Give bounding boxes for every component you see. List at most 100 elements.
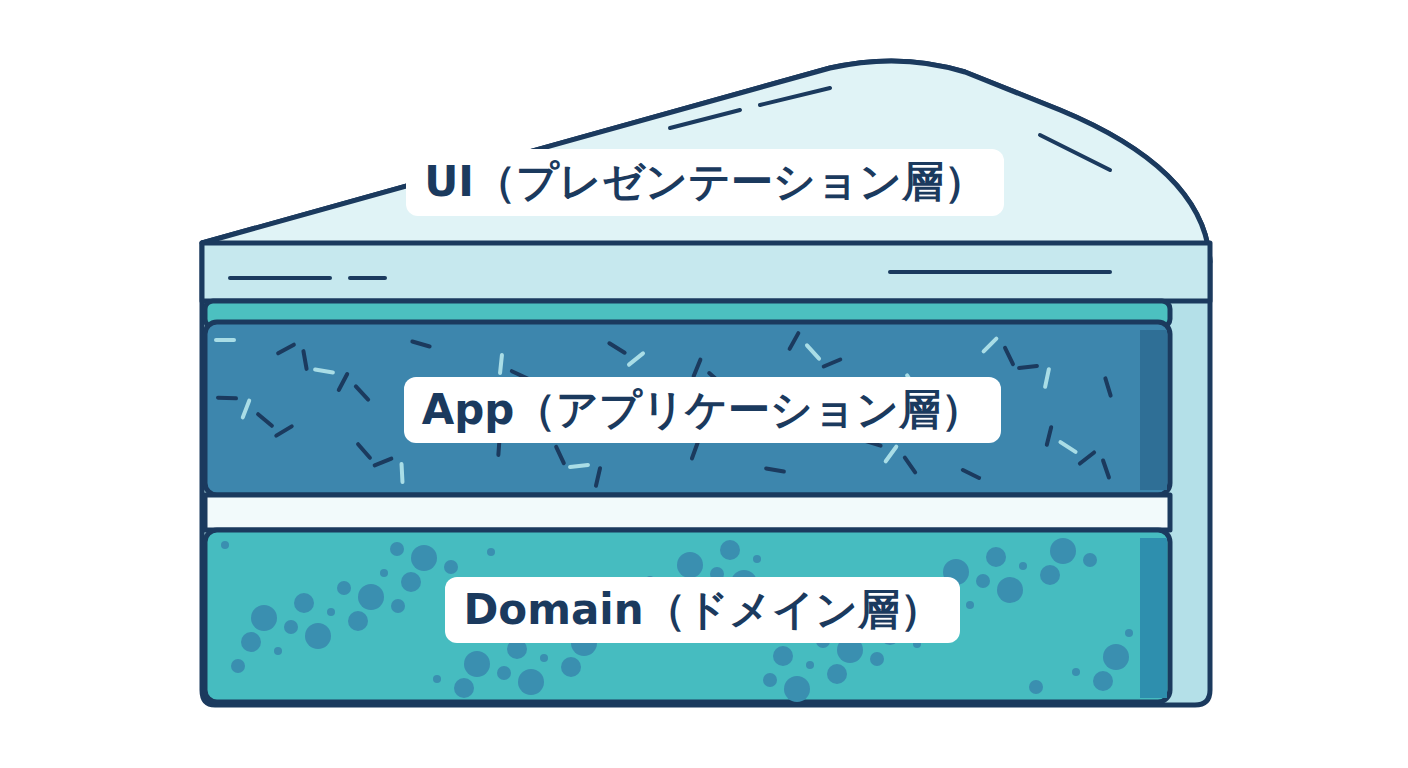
crumb-dot [753,555,761,563]
crumb-dot [1029,680,1043,694]
crumb-dot [1050,538,1076,564]
crumb-dot [241,632,261,652]
cream-gap [205,495,1170,530]
sprinkle [886,447,897,462]
sprinkle [400,464,405,482]
sprinkle [1047,427,1051,444]
sprinkles [216,333,1111,486]
sprinkle [694,360,701,377]
crumb-dot [284,620,298,634]
crumb-dot [454,678,474,698]
frosting-dash [350,276,385,280]
crumb-dot [677,552,703,578]
crumb-dot [966,601,974,609]
sprinkle [766,468,784,471]
frosting-dash [230,276,330,280]
app-layer [205,322,1170,495]
crumb-dot [401,572,421,592]
layer-label: App（アプリケーション層） [404,377,1002,443]
crumb-dot [221,541,229,549]
crumb-dot [827,664,847,684]
sprinkle [375,459,392,466]
sprinkle [1005,348,1013,364]
crumb-dot [391,599,405,613]
sprinkle [790,333,799,349]
crumb-dot [561,657,581,677]
crumb-dot [433,675,441,683]
layer-band: Domain（ドメイン層） [205,530,1170,690]
crumb-dot [1125,629,1133,637]
frosting-dash [670,110,740,128]
crumb-dot [986,547,1006,567]
crumb-dot [763,673,777,687]
sprinkle [358,444,370,458]
crumb-dot [870,652,884,666]
sprinkle [315,370,333,373]
crumb-dot [327,608,335,616]
crumb-dot [1093,671,1113,691]
crumb-dot [497,666,511,680]
sprinkle [692,442,698,459]
layer-label: UI（プレゼンテーション層） [406,149,1004,215]
sprinkle [412,342,429,347]
crumb-dot [720,540,740,560]
sprinkle [905,458,915,473]
crumb-dot [464,651,490,677]
crumb-dot [337,581,351,595]
crumb-dot [358,584,384,610]
sprinkle [216,338,234,342]
sprinkle [807,345,819,358]
sprinkle [243,401,249,418]
crumb-dot [380,569,388,577]
sprinkle [278,345,294,354]
sprinkle [596,468,600,486]
sprinkle [609,343,624,353]
crumb-dot [231,659,245,673]
sprinkle [1019,366,1037,368]
sprinkle [500,355,502,373]
sprinkle [303,351,306,369]
sprinkle [570,465,588,467]
sprinkle [339,374,347,390]
crumb-dot [348,611,368,631]
sprinkle [1105,378,1110,395]
crumb-dot [1019,562,1027,570]
cake-top [202,61,1210,262]
crumb-dot [976,574,990,588]
layer-band: App（アプリケーション層） [205,325,1170,495]
sprinkle [824,359,841,366]
crumb-dot [487,548,495,556]
crumb-dot [251,605,277,631]
crumb-dot [773,646,793,666]
crumb-dot [540,654,548,662]
sprinkle [1080,452,1094,463]
crumb-dot [997,577,1023,603]
layer-label: Domain（ドメイン層） [445,577,959,643]
sprinkle [984,339,997,352]
sprinkle [1103,460,1109,477]
crumb-dots [221,538,1133,702]
crumb-dot [274,647,282,655]
crumb-dot [305,623,331,649]
frosting-dash [890,270,1110,274]
app-side-shade [1140,330,1167,490]
frosting-dash [760,88,830,105]
sprinkle [556,447,564,463]
domain-layer [205,530,1170,702]
sprinkle [276,426,291,435]
layer-band: UI（プレゼンテーション層） [200,100,1210,265]
sprinkle [1045,369,1049,387]
sprinkle [1060,442,1075,452]
sprinkle [218,396,236,401]
crumb-dot [806,661,814,669]
domain-side-shade [1140,538,1167,698]
crumb-dot [294,593,314,613]
cake-body [202,61,1210,705]
crumb-dot [1103,644,1129,670]
sprinkle [258,414,272,426]
crumb-dot [784,676,810,702]
sprinkle [629,353,643,364]
frosting-dash [1040,135,1110,170]
crumb-dot [518,669,544,695]
